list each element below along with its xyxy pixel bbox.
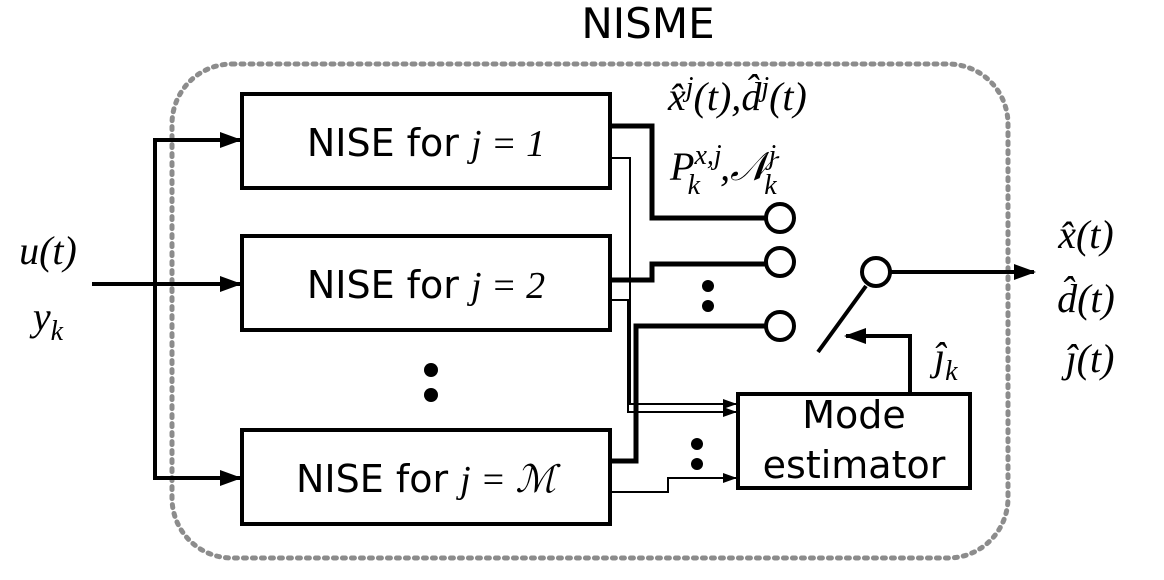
svg-text:NISE for j = 1: NISE for j = 1 xyxy=(307,121,545,165)
nise-1-output-line xyxy=(610,123,766,221)
switch-port-m xyxy=(764,310,796,342)
nise-box-m: NISE for j = ℳ xyxy=(240,428,612,526)
svg-text:Px,jk,𝒩jk: Px,jk,𝒩jk xyxy=(669,140,780,201)
output-x: x̂(t) xyxy=(1057,212,1114,257)
svg-text:NISE for j = ℳ: NISE for j = ℳ xyxy=(296,457,561,501)
nise-2-prefix: NISE for xyxy=(307,263,471,307)
nise-1-to-mode-line xyxy=(610,157,737,409)
nise-m-prefix: NISE for xyxy=(296,457,460,501)
switch-port-2 xyxy=(764,246,796,278)
nise-1-math: j = 1 xyxy=(466,123,545,165)
nise-1-prefix: NISE for xyxy=(307,121,471,165)
svg-text:x̂j(t),d̂j(t): x̂j(t),d̂j(t) xyxy=(667,72,807,119)
nise-2-output-line xyxy=(610,261,766,283)
output-labels: x̂(t) d̂(t) ĵ(t) xyxy=(1057,212,1115,381)
nisme-container xyxy=(169,61,1011,561)
nise-ellipsis xyxy=(424,363,438,402)
output-j: ĵ(t) xyxy=(1061,336,1115,381)
input-u-label: u(t) xyxy=(19,228,77,273)
mode-input-ellipsis xyxy=(691,438,703,470)
input-labels: u(t) yk xyxy=(19,228,77,347)
nise-box-2: NISE for j = 2 xyxy=(240,234,612,332)
input-y-label: yk xyxy=(29,294,64,347)
mode-signal-label: ĵk xyxy=(929,334,958,387)
mode-estimator-line2: estimator xyxy=(763,443,946,487)
nise-m-to-mode-line xyxy=(610,473,737,493)
mode-estimator-box: Mode estimator xyxy=(736,392,972,490)
switch-blade xyxy=(816,284,868,354)
nise-2-math: j = 2 xyxy=(466,265,545,307)
port-ellipsis xyxy=(702,280,714,312)
svg-text:estimator: estimator xyxy=(763,443,946,487)
output-d: d̂(t) xyxy=(1057,276,1115,321)
mode-estimator-line1: Mode xyxy=(802,393,906,437)
nise-box-1: NISE for j = 1 xyxy=(240,92,612,190)
nise-2-to-mode-line xyxy=(610,299,737,417)
mode-signal-line xyxy=(844,328,912,392)
svg-text:Mode: Mode xyxy=(802,393,906,437)
switch-common-port xyxy=(860,256,892,288)
switch-port-1 xyxy=(764,202,796,234)
svg-text:NISE for j = 2: NISE for j = 2 xyxy=(307,263,545,307)
nise-m-math: j = ℳ xyxy=(455,459,561,501)
container-title: NISME xyxy=(581,0,714,48)
nise-m-output-line xyxy=(610,323,766,464)
